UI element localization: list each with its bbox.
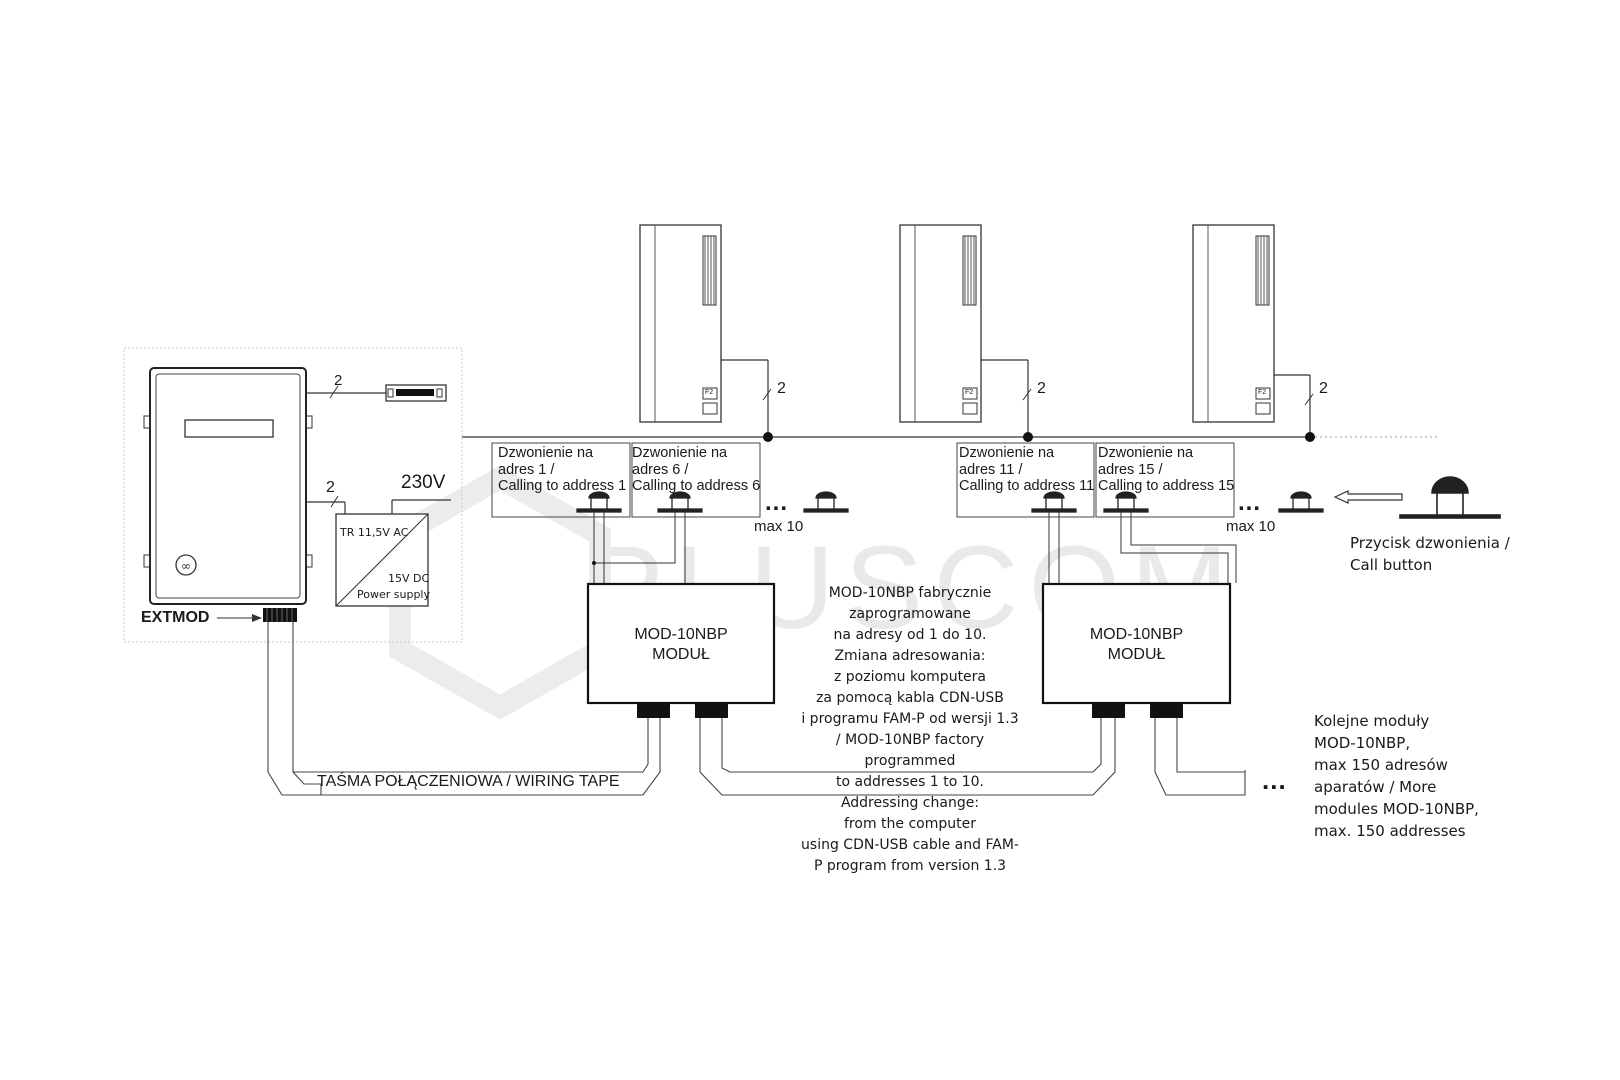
wire-count-lock: 2 xyxy=(334,372,343,389)
call-button-caption-line-2: Call button xyxy=(1350,556,1433,574)
monitor-1-key-label: F2 xyxy=(705,389,714,396)
mod-10nbp-module-2 xyxy=(1041,582,1232,718)
call-group-box-2 xyxy=(631,442,761,518)
call-group-caption-3: Dzwonienie na adres 11 / Calling to addr… xyxy=(959,445,1094,495)
addressing-note-line-4: Zmiana adresowania: xyxy=(834,648,986,664)
addressing-note-line-9: programmed xyxy=(864,753,956,769)
button-wires-module-1 xyxy=(593,512,686,583)
monitor-3 xyxy=(1192,224,1315,442)
more-modules-line-4: aparatów / More xyxy=(1314,778,1437,796)
power-supply-label: Power supply xyxy=(357,588,430,601)
module-2-name: MOD-10NBP xyxy=(1089,626,1184,643)
wire-count-monitor-2: 2 xyxy=(1037,380,1046,397)
call-group-box-3 xyxy=(956,442,1095,518)
wire-count-monitor-3: 2 xyxy=(1319,380,1328,397)
call-group-3-line-1: Dzwonienie na xyxy=(959,445,1055,461)
call-group-4-line-3: Calling to address 15 xyxy=(1098,478,1235,494)
call-group-1-line-2: adres 1 / xyxy=(498,461,555,478)
monitor-2-key-label: F2 xyxy=(965,389,974,396)
wire-count-psu: 2 xyxy=(326,479,335,496)
max-buttons-label-1: max 10 xyxy=(754,518,804,535)
call-button-caption-line-1: Przycisk dzwonienia / xyxy=(1350,534,1510,552)
push-button-3 xyxy=(803,491,849,513)
addressing-note-line-6: za pomocą kabla CDN-USB xyxy=(816,690,1004,706)
call-group-2-line-3: Calling to address 6 xyxy=(632,478,761,494)
door-lock-device xyxy=(306,384,447,402)
ellipsis-modules: ... xyxy=(1262,765,1287,795)
addressing-note-line-10: to addresses 1 to 10. xyxy=(836,774,984,790)
addressing-note-line-11: Addressing change: xyxy=(840,795,980,811)
transformer-label: TR 11,5V AC xyxy=(340,526,409,539)
call-group-4-line-1: Dzwonienie na xyxy=(1098,445,1194,461)
ellipsis-buttons-2: ... xyxy=(1238,489,1262,516)
wiring-tape-controller-to-module-1 xyxy=(267,622,661,796)
addressing-note: MOD-10NBP fabrycznie zaprogramowane na a… xyxy=(785,583,1035,877)
monitor-1 xyxy=(639,224,773,442)
more-modules-line-2: MOD-10NBP, xyxy=(1314,734,1411,752)
addressing-note-line-5: z poziomu komputera xyxy=(833,669,987,685)
call-group-1-line-3: Calling to address 1 xyxy=(498,478,627,494)
dc-output-label: 15V DC xyxy=(388,572,430,585)
addressing-note-line-1: MOD-10NBP fabrycznie xyxy=(828,585,992,601)
push-button-5 xyxy=(1103,491,1149,513)
addressing-note-line-7: i programu FAM-P od wersji 1.3 xyxy=(801,711,1019,727)
call-group-3-line-2: adres 11 / xyxy=(959,461,1023,478)
power-supply xyxy=(306,495,451,607)
monitor-2 xyxy=(899,224,1033,442)
button-wires-module-2 xyxy=(1048,512,1237,583)
wiring-tape-module-2-onward xyxy=(1154,718,1246,796)
max-buttons-label-2: max 10 xyxy=(1226,518,1276,535)
call-group-caption-4: Dzwonienie na adres 15 / Calling to addr… xyxy=(1098,445,1234,495)
call-button-large xyxy=(1399,476,1501,519)
wiring-tape-label: TAŚMA POŁĄCZENIOWA / WIRING TAPE xyxy=(317,773,620,790)
addressing-note-line-8: / MOD-10NBP factory xyxy=(835,732,985,748)
mod-10nbp-module-1 xyxy=(586,582,776,718)
ellipsis-buttons-1: ... xyxy=(765,489,789,516)
call-group-box-4 xyxy=(1095,442,1235,518)
monitor-3-key-label: F2 xyxy=(1258,389,1267,396)
extmod-label: EXTMOD xyxy=(141,609,210,626)
addressing-note-line-2: zaprogramowane xyxy=(849,606,971,622)
wire-count-monitor-1: 2 xyxy=(777,380,786,397)
mains-voltage-label: 230V xyxy=(401,472,446,493)
push-button-1 xyxy=(576,491,622,513)
module-2-type: MODUŁ xyxy=(1107,646,1166,663)
call-group-box-1 xyxy=(491,442,631,518)
call-group-caption-2: Dzwonienie na adres 6 / Calling to addre… xyxy=(632,445,760,495)
addressing-note-line-12: from the computer xyxy=(844,816,976,832)
extmod-controller: ∞ xyxy=(143,367,313,622)
push-button-2 xyxy=(657,491,703,513)
more-modules-line-6: max. 150 addresses xyxy=(1314,822,1466,840)
call-group-4-line-2: adres 15 / xyxy=(1098,461,1163,478)
svg-text:∞: ∞ xyxy=(181,559,191,573)
call-group-1-line-1: Dzwonienie na xyxy=(498,445,594,461)
push-button-4 xyxy=(1031,491,1077,513)
more-modules-line-1: Kolejne moduły xyxy=(1314,712,1430,730)
addressing-note-line-3: na adresy od 1 do 10. xyxy=(833,627,987,643)
module-1-type: MODUŁ xyxy=(652,646,710,663)
call-button-caption: Przycisk dzwonienia / Call button xyxy=(1350,532,1510,576)
module-1-name: MOD-10NBP xyxy=(634,626,728,643)
watermark-hexagon xyxy=(389,465,611,720)
module-2-label: MOD-10NBP MODUŁ xyxy=(1043,625,1230,665)
addressing-note-line-13: using CDN-USB cable and FAM- xyxy=(801,837,1019,853)
more-modules-note: Kolejne moduły MOD-10NBP, max 150 adresó… xyxy=(1314,710,1479,842)
addressing-note-line-14: P program from version 1.3 xyxy=(813,858,1007,874)
wiring-tape-module-1-to-module-2 xyxy=(699,718,1116,796)
call-group-2-line-2: adres 6 / xyxy=(632,461,689,478)
call-group-3-line-3: Calling to address 11 xyxy=(959,478,1095,494)
call-group-caption-1: Dzwonienie na adres 1 / Calling to addre… xyxy=(498,445,626,495)
more-modules-line-3: max 150 adresów xyxy=(1314,756,1448,774)
push-button-6 xyxy=(1278,491,1324,513)
call-button-arrow xyxy=(1333,490,1403,504)
more-modules-line-5: modules MOD-10NBP, xyxy=(1314,800,1479,818)
module-1-label: MOD-10NBP MODUŁ xyxy=(588,625,774,665)
call-group-2-line-1: Dzwonienie na xyxy=(632,445,728,461)
